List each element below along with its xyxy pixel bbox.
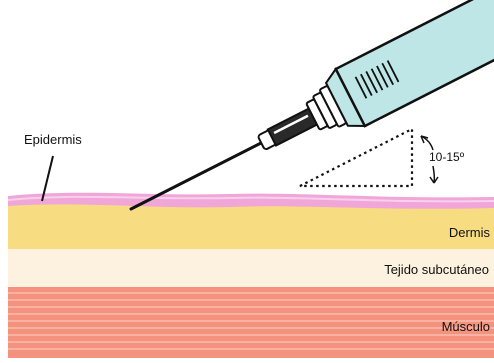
syringe-barrel <box>336 0 494 126</box>
angle-label: 10-15º <box>429 151 464 163</box>
angle-triangle <box>300 129 412 186</box>
muscle-layer <box>8 287 494 358</box>
syringe <box>247 0 494 171</box>
epidermis-label: Epidermis <box>24 133 82 146</box>
subcutaneous-label: Tejido subcutáneo <box>384 263 489 276</box>
muscle-label: Músculo <box>442 320 490 333</box>
dermis-label: Dermis <box>449 226 490 239</box>
